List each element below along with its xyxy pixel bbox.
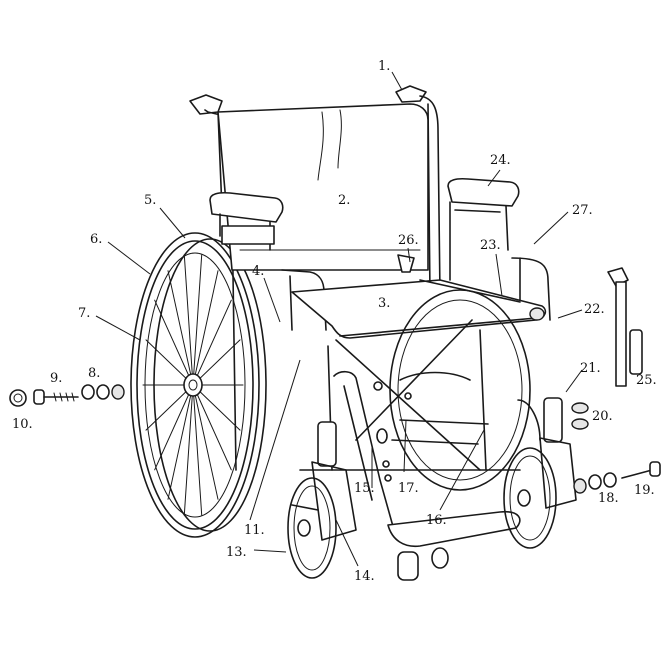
callout-13: 13. [226,545,247,560]
wheel-spoke [192,270,219,386]
wheel-spoke [192,299,232,386]
callout-27: 27. [572,203,593,218]
callout-9: 9. [50,371,62,386]
wheel-spoke [192,384,241,431]
callout-22: 22. [584,302,605,317]
wheel-spoke [192,254,203,386]
callout-15: 15. [354,481,375,496]
callout-11: 11. [244,523,265,538]
callout-21: 21. [580,361,601,376]
callout-5: 5. [144,193,156,208]
wheel-spoke [167,384,194,500]
wheel-spoke [183,254,194,386]
wheel-spoke [145,339,194,386]
loose-parts [9,254,661,494]
callout-1: 1. [378,59,390,74]
callout-20: 20. [592,409,613,424]
leader-lines [95,71,583,567]
callout-6: 6. [90,232,102,247]
front-caster-left [287,421,357,579]
wheel-spoke [192,384,203,516]
rear-wheel-far [389,289,531,491]
callout-17: 17. [398,481,419,496]
callouts: 1. 2. 3. 4. 5. 6. 7. 8. 9. 10. 11. 13. 1… [12,59,657,584]
wheel-spoke [192,384,219,500]
wheel-spoke [192,339,241,386]
callout-25: 25. [636,373,657,388]
frame-and-backrest [189,85,551,471]
wheel-spoke [192,384,232,471]
cross-brace [299,319,521,471]
front-caster-right [503,397,577,549]
callout-16: 16. [426,513,447,528]
wheel-spoke [154,384,194,471]
wheel-spoke [183,384,194,516]
callout-7: 7. [78,306,90,321]
callout-2: 2. [338,193,350,208]
callout-18: 18. [598,491,619,506]
wheel-spoke [145,384,194,431]
wheel-spoke [154,299,194,386]
rear-wheel [130,232,267,538]
callout-24: 24. [490,153,511,168]
callout-23: 23. [480,238,501,253]
callout-4: 4. [252,264,264,279]
callout-10: 10. [12,417,33,432]
legrest [333,370,541,581]
callout-14: 14. [354,569,375,584]
callout-26: 26. [398,233,419,248]
callout-3: 3. [378,296,390,311]
wheel-spoke [167,270,194,386]
callout-8: 8. [88,366,100,381]
callout-19: 19. [634,483,655,498]
